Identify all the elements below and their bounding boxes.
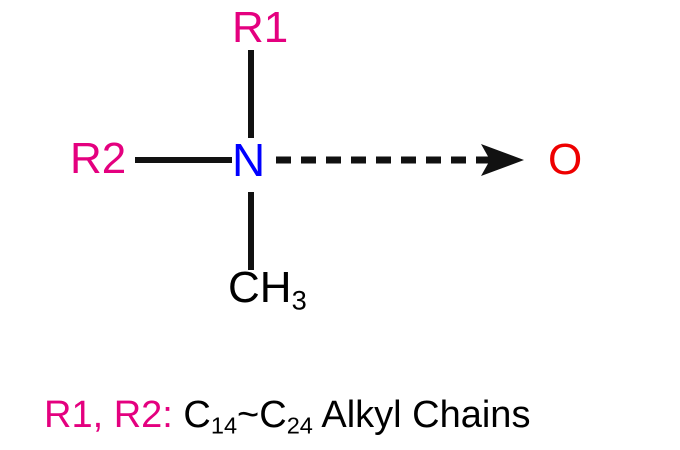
atom-label-nitrogen: N: [232, 134, 266, 186]
chain-first-subscript: 14: [210, 412, 238, 439]
chain-suffix: Alkyl Chains: [312, 394, 531, 436]
chain-first-symbol: C: [183, 394, 211, 436]
chain-second-symbol: C: [259, 394, 287, 436]
atom-label-methyl: CH3: [228, 266, 307, 314]
atom-label-oxygen: O: [548, 135, 583, 184]
caption: R1, R2: C14~C24 Alkyl Chains: [44, 396, 530, 438]
bond-nitrogen-to-methyl: [248, 192, 254, 270]
atom-label-r2: R2: [70, 134, 127, 183]
bond-r2-to-nitrogen: [135, 157, 232, 163]
caption-rgroup-label: R1, R2:: [44, 394, 173, 436]
caption-chain-range: C14~C24 Alkyl Chains: [173, 394, 531, 439]
arrowhead-icon: [481, 144, 524, 176]
methyl-symbol: CH: [228, 263, 292, 312]
chain-separator: ~: [237, 394, 260, 436]
bond-r1-to-nitrogen: [248, 50, 254, 138]
atom-label-r1: R1: [232, 3, 289, 52]
methyl-subscript: 3: [291, 284, 307, 316]
chain-second-subscript: 24: [286, 412, 313, 439]
bond-nitrogen-to-oxygen-dashed-arrow: [276, 144, 524, 176]
